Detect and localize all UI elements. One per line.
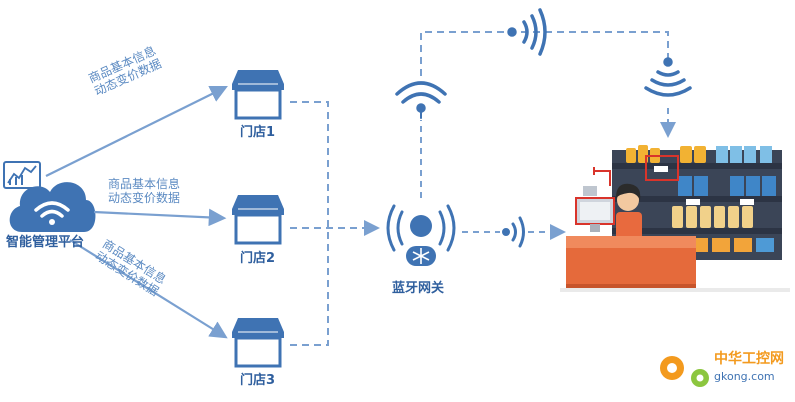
edge-platform-store2 bbox=[93, 208, 227, 227]
bluetooth-gateway-icon bbox=[386, 204, 456, 266]
store-label-1: 门店1 bbox=[240, 125, 276, 140]
edge-label-store2: 商品基本信息 动态变价数据 bbox=[108, 176, 180, 206]
watermark-gear-icon bbox=[660, 356, 709, 387]
store-icon-1 bbox=[232, 70, 284, 120]
store-icon-2 bbox=[232, 195, 284, 245]
store-label-2: 门店2 bbox=[240, 251, 276, 266]
cloud-icon bbox=[9, 182, 96, 232]
gateway-shop-link bbox=[462, 216, 566, 248]
edge-label-line1: 商品基本信息 bbox=[108, 177, 181, 191]
wifi-signal-icon bbox=[395, 81, 447, 119]
platform-icon bbox=[3, 161, 96, 232]
store-icon-3 bbox=[232, 318, 284, 368]
gateway-uplink bbox=[420, 31, 676, 198]
platform-label: 智能管理平台 bbox=[6, 235, 85, 250]
watermark-cn: 中华工控网 bbox=[714, 351, 784, 367]
store-label-3: 门店3 bbox=[240, 373, 276, 388]
monitor-icon bbox=[3, 161, 41, 189]
broadcast-signal-top-icon bbox=[507, 8, 547, 56]
edge-platform-store1 bbox=[45, 85, 228, 177]
broadcast-signal-shelf-icon bbox=[644, 57, 692, 97]
edge-platform-store3 bbox=[69, 239, 228, 339]
edge-label-line2: 动态变价数据 bbox=[108, 191, 181, 205]
watermark-domain: gkong.com bbox=[714, 370, 775, 383]
supermarket-scene bbox=[560, 145, 790, 292]
store-gateway-connectors bbox=[290, 101, 380, 346]
gateway-label: 蓝牙网关 bbox=[392, 281, 445, 296]
wifi-icon bbox=[34, 201, 70, 225]
